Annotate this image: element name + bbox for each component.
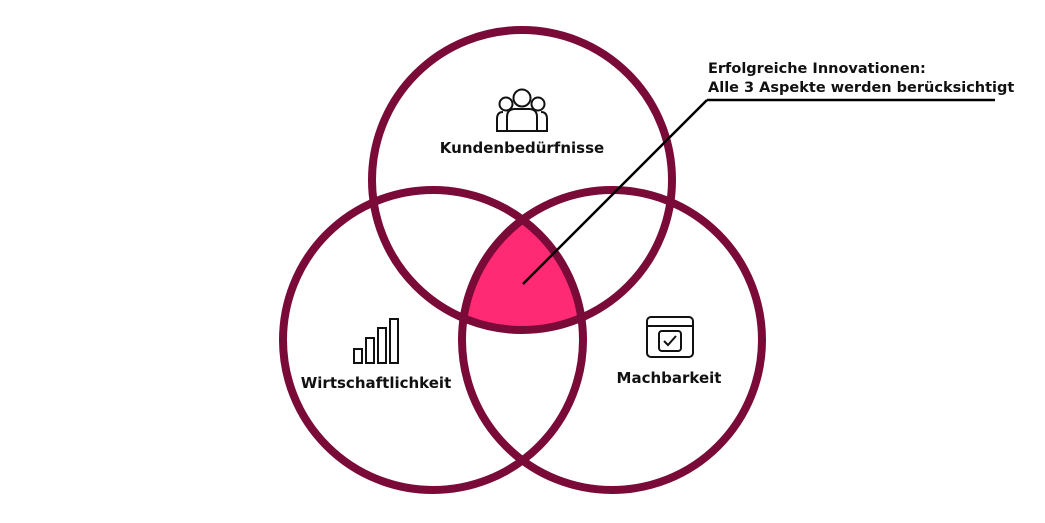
calendar-check-icon: [646, 316, 694, 358]
circle-kundenbeduerfnisse: [368, 26, 676, 334]
bar-chart-icon: [353, 318, 399, 364]
label-kundenbeduerfnisse: Kundenbedürfnisse: [440, 139, 604, 157]
intersection-area: [462, 190, 583, 330]
circle-wirtschaftlichkeit: [279, 186, 587, 494]
callout-subtitle: Alle 3 Aspekte werden berücksichtigt: [708, 80, 1014, 96]
callout-pointer-line: [522, 99, 708, 285]
label-machbarkeit: Machbarkeit: [617, 369, 722, 387]
people-group-icon: [496, 88, 548, 132]
callout-title: Erfolgreiche Innovationen:: [708, 61, 926, 77]
circle-machbarkeit: [458, 186, 766, 494]
label-wirtschaftlichkeit: Wirtschaftlichkeit: [301, 374, 451, 392]
